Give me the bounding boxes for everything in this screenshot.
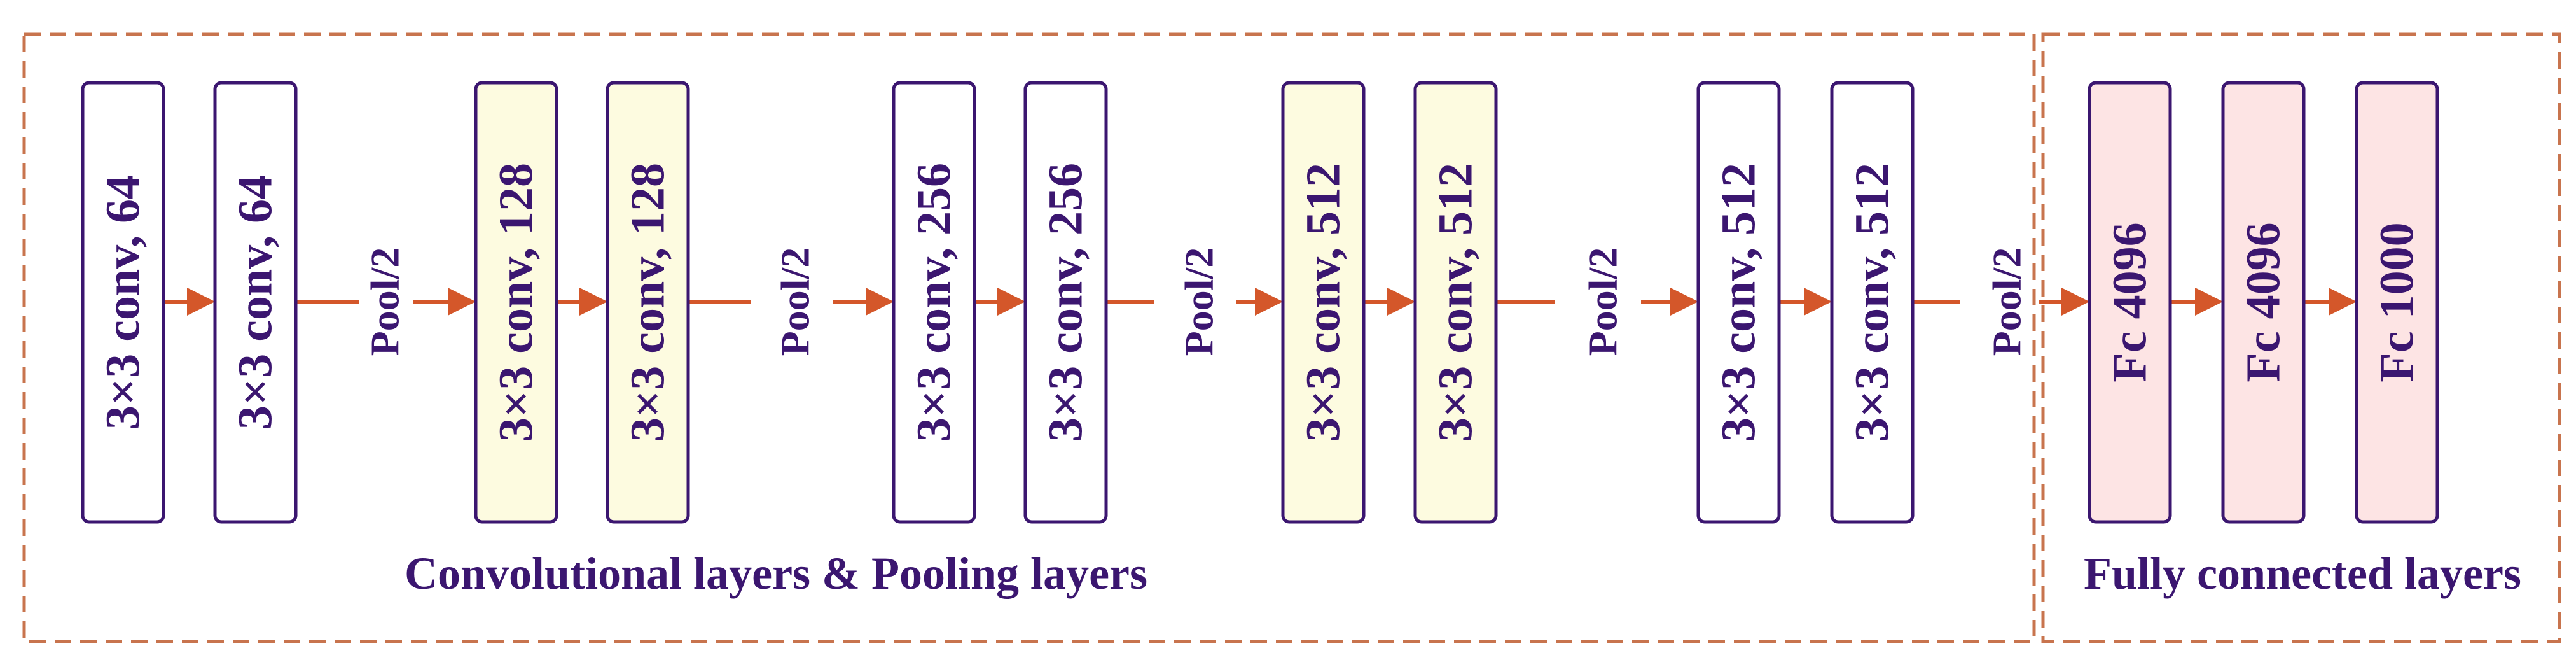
- layer-block: [81, 81, 165, 524]
- layer-conv5-2: 3×3 conv, 512: [1830, 81, 1915, 524]
- fc-section-label: Fully connected layers: [2084, 548, 2521, 599]
- arrow-head: [448, 288, 476, 316]
- layer-block: [213, 81, 298, 524]
- layer-label: 3×3 conv, 256: [1039, 163, 1093, 442]
- layer-block: [1830, 81, 1915, 524]
- layer-label: 3×3 conv, 512: [1297, 163, 1350, 442]
- connectors: [163, 288, 2357, 316]
- arrow-head: [1387, 288, 1415, 316]
- layer-label: 3×3 conv, 256: [908, 163, 961, 442]
- layer-block: [892, 81, 976, 524]
- layer-conv2-1: 3×3 conv, 128: [474, 81, 558, 524]
- pool-label-1: Pool/2: [363, 248, 408, 356]
- layer-block: [1023, 81, 1108, 524]
- layer-block: [2221, 81, 2306, 524]
- layer-block: [1696, 81, 1781, 524]
- layer-conv5-1: 3×3 conv, 512: [1696, 81, 1781, 524]
- pool-labels: Pool/2 Pool/2 Pool/2 Pool/2 Pool/2: [363, 248, 2030, 356]
- layer-label: 3×3 conv, 512: [1429, 163, 1483, 442]
- layer-conv4-1: 3×3 conv, 512: [1281, 81, 1366, 524]
- layer-label: 3×3 conv, 128: [621, 163, 675, 442]
- layer-conv3-1: 3×3 conv, 256: [892, 81, 976, 524]
- arrow-head: [2195, 288, 2223, 316]
- layer-block: [2355, 81, 2439, 524]
- arrow-head: [2061, 288, 2089, 316]
- layer-blocks: 3×3 conv, 64 3×3 conv, 64 3×3 conv, 128 3×3…: [81, 81, 2439, 524]
- layer-label: 3×3 conv, 64: [97, 175, 150, 430]
- pool-label-4: Pool/2: [1581, 248, 1626, 356]
- layer-fc1: Fc 4096: [2088, 81, 2172, 524]
- layer-label: 3×3 conv, 64: [229, 175, 282, 430]
- layer-conv1-2: 3×3 conv, 64: [213, 81, 298, 524]
- arrow-head: [997, 288, 1025, 316]
- pool-label-2: Pool/2: [773, 248, 818, 356]
- layer-conv2-2: 3×3 conv, 128: [606, 81, 690, 524]
- layer-label: Fc 4096: [2237, 222, 2290, 382]
- arrow-head: [1670, 288, 1698, 316]
- layer-fc2: Fc 4096: [2221, 81, 2306, 524]
- layer-label: 3×3 conv, 512: [1712, 163, 1766, 442]
- layer-label: Fc 4096: [2103, 222, 2157, 382]
- layer-conv4-2: 3×3 conv, 512: [1413, 81, 1498, 524]
- pool-label-3: Pool/2: [1177, 248, 1222, 356]
- layer-block: [1281, 81, 1366, 524]
- layer-block: [1413, 81, 1498, 524]
- arrow-head: [579, 288, 607, 316]
- arrow-head: [866, 288, 894, 316]
- fc-section-frame: [2041, 32, 2561, 643]
- layer-conv3-2: 3×3 conv, 256: [1023, 81, 1108, 524]
- layer-block: [606, 81, 690, 524]
- pool-label-5: Pool/2: [1984, 248, 2030, 356]
- layer-fc3: Fc 1000: [2355, 81, 2439, 524]
- conv-section-label: Convolutional layers & Pooling layers: [405, 548, 1147, 599]
- arrow-head: [187, 288, 215, 316]
- arrow-head: [2329, 288, 2357, 316]
- layer-label: 3×3 conv, 512: [1846, 163, 1899, 442]
- layer-block: [474, 81, 558, 524]
- layer-label: Fc 1000: [2371, 222, 2424, 382]
- layer-block: [2088, 81, 2172, 524]
- conv-section-frame: [22, 32, 2036, 643]
- layer-label: 3×3 conv, 128: [490, 163, 543, 442]
- arrow-head: [1255, 288, 1283, 316]
- arrow-head: [1804, 288, 1832, 316]
- layer-conv1-1: 3×3 conv, 64: [81, 81, 165, 524]
